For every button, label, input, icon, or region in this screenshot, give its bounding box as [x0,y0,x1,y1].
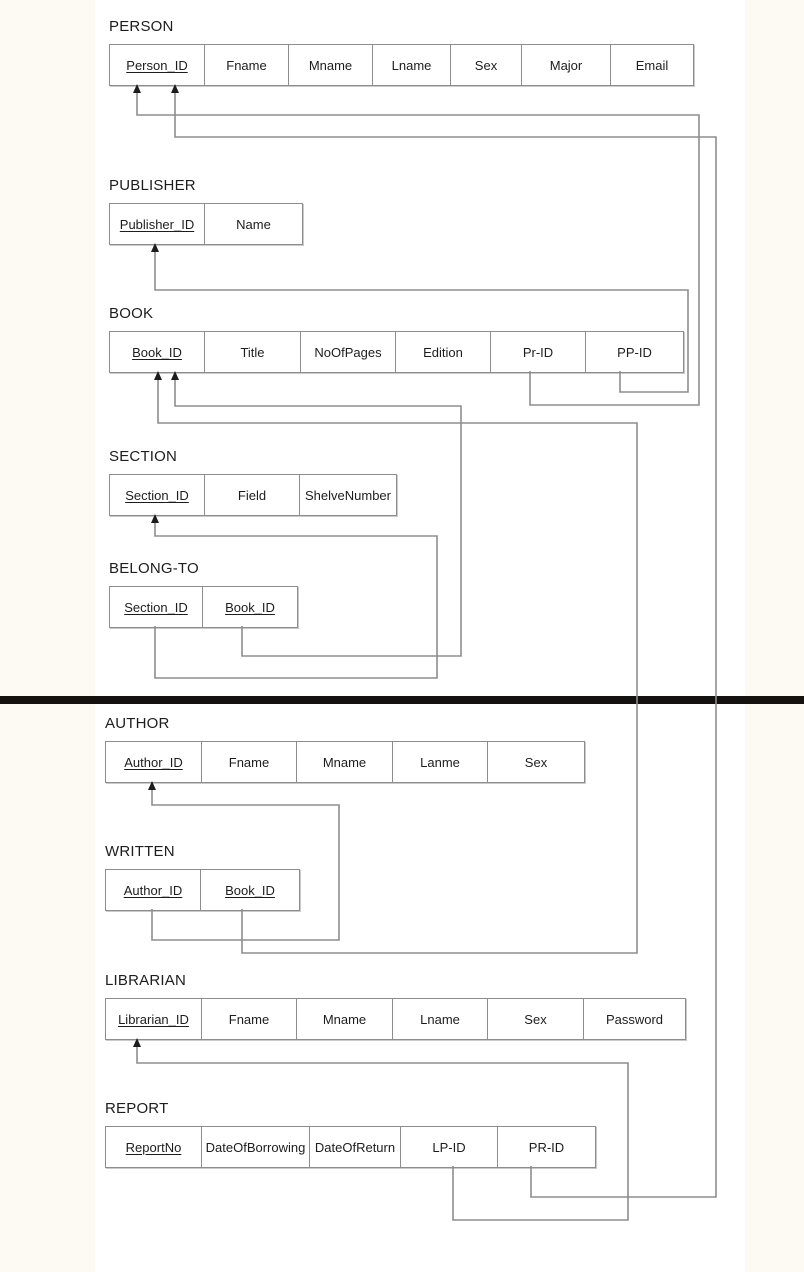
column-cell: Mname [289,45,373,85]
column-cell: PP-ID [586,332,683,372]
table-title: LIBRARIAN [105,972,186,989]
column-label: Sex [474,57,498,73]
column-label: Lname [391,57,432,73]
column-cell-pk: Author_ID [106,742,202,782]
column-cell-pk: Publisher_ID [110,204,205,244]
table-section: Section_ID Field ShelveNumber [109,474,397,516]
column-label: Pr-ID [522,344,554,360]
column-label: Librarian_ID [118,1011,189,1027]
column-label: Book_ID [132,344,182,360]
column-cell: Mname [297,999,393,1039]
table-title: SECTION [109,448,178,465]
column-cell: Sex [488,742,584,782]
column-cell: NoOfPages [301,332,396,372]
column-label: Mname [308,57,353,73]
column-cell-pk: Author_ID [106,870,201,910]
column-cell: Fname [205,45,289,85]
column-cell-pk: Librarian_ID [106,999,202,1039]
column-label: Fname [226,57,267,73]
column-cell: Fname [202,742,297,782]
column-cell: Fname [202,999,297,1039]
column-cell: LP-ID [401,1127,498,1167]
column-cell: Edition [396,332,491,372]
table-belong-to: Section_ID Book_ID [109,586,298,628]
table-written: Author_ID Book_ID [105,869,300,911]
column-cell-pk: Person_ID [110,45,205,85]
column-label: ShelveNumber [305,487,391,503]
table-title: PUBLISHER [109,177,196,194]
table-title: AUTHOR [105,715,170,732]
column-label: Mname [322,1011,367,1027]
column-label: Book_ID [225,882,275,898]
column-cell-pk: Book_ID [203,587,297,627]
column-label: Fname [228,1011,270,1027]
table-report: ReportNo DateOfBorrowing DateOfReturn LP-ID… [105,1126,596,1168]
column-cell: DateOfBorrowing [202,1127,310,1167]
column-cell: Title [205,332,301,372]
column-cell: Pr-ID [491,332,586,372]
column-cell: Lname [373,45,451,85]
column-label: Major [549,57,583,73]
table-author: Author_ID Fname Mname Lanme Sex [105,741,585,783]
column-label: Email [635,57,669,73]
column-label: Person_ID [126,57,188,73]
column-cell: PR-ID [498,1127,595,1167]
column-label: Name [236,216,271,232]
column-cell-pk: Book_ID [110,332,205,372]
column-cell: Major [522,45,611,85]
table-publisher: Publisher_ID Name [109,203,303,245]
column-label: Section_ID [124,599,188,615]
column-cell-pk: Section_ID [110,475,205,515]
column-label: Author_ID [124,754,183,770]
column-label: Title [240,344,265,360]
column-cell: Sex [488,999,584,1039]
column-cell: Email [611,45,693,85]
column-label: DateOfBorrowing [205,1139,306,1155]
column-label: Lname [420,1011,460,1027]
column-cell: Password [584,999,685,1039]
column-label: Field [237,487,267,503]
column-label: Fname [228,754,270,770]
column-cell: ShelveNumber [300,475,396,515]
column-label: NoOfPages [314,344,382,360]
column-label: DateOfReturn [314,1139,396,1155]
column-cell-pk: Section_ID [110,587,203,627]
column-label: Author_ID [123,882,183,898]
column-label: Lanme [420,754,460,770]
table-librarian: Librarian_ID Fname Mname Lname Sex Password [105,998,686,1040]
column-label: Section_ID [125,487,189,503]
column-label: ReportNo [125,1139,182,1155]
column-cell: DateOfReturn [310,1127,401,1167]
table-book: Book_ID Title NoOfPages Edition Pr-ID PP-ID [109,331,684,373]
table-title: PERSON [109,18,174,35]
table-title: WRITTEN [105,843,175,860]
column-cell: Lname [393,999,488,1039]
column-label: PR-ID [528,1139,565,1155]
column-label: Password [605,1011,664,1027]
table-title: BELONG-TO [109,560,199,577]
column-cell: Mname [297,742,393,782]
column-label: Sex [524,754,548,770]
page-divider-band [0,696,804,704]
table-person: Person_ID Fname Mname Lname Sex Major Email [109,44,694,86]
column-label: Sex [524,1011,547,1027]
column-cell-pk: ReportNo [106,1127,202,1167]
column-cell-pk: Book_ID [201,870,299,910]
column-label: Publisher_ID [119,216,195,232]
column-cell: Name [205,204,302,244]
column-label: Edition [423,344,463,360]
column-cell: Field [205,475,300,515]
column-label: Mname [322,754,367,770]
table-title: REPORT [105,1100,169,1117]
column-label: LP-ID [432,1139,466,1155]
column-label: Book_ID [225,599,275,615]
column-cell: Sex [451,45,522,85]
table-title: BOOK [109,305,154,322]
column-label: PP-ID [617,344,652,360]
column-cell: Lanme [393,742,488,782]
